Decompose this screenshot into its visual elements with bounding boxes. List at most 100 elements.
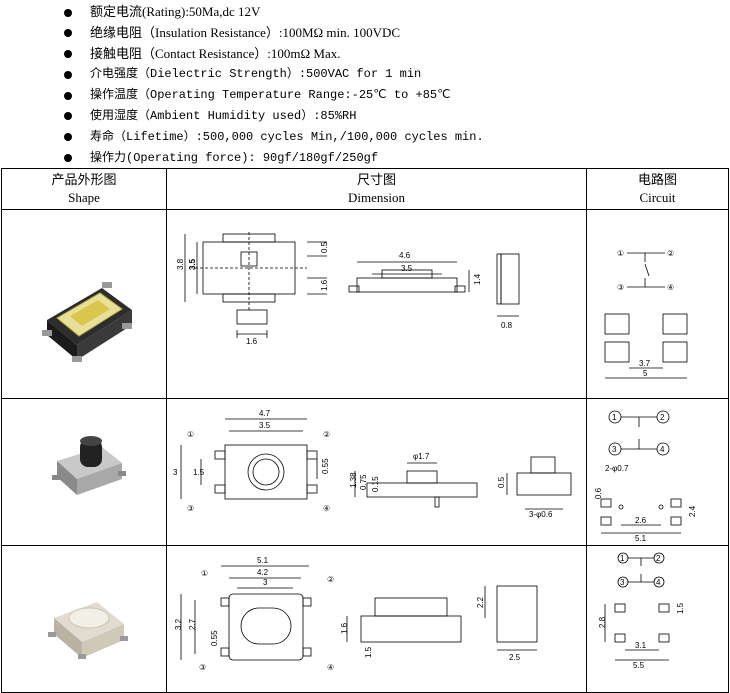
bullet-icon: [64, 70, 72, 79]
shape-cell: [1, 209, 167, 399]
spec-item: 操作温度（Operating Temperature Range:-25℃ to…: [0, 85, 730, 106]
svg-text:5.1: 5.1: [635, 534, 647, 543]
svg-text:0.6: 0.6: [594, 487, 603, 499]
bullet-icon: [64, 154, 72, 163]
table-row: 3.8 3.5 0.5 1.6 1.6: [1, 209, 729, 399]
svg-text:2.6: 2.6: [635, 516, 647, 525]
svg-text:0.5: 0.5: [320, 241, 329, 253]
svg-text:3.5: 3.5: [259, 421, 271, 430]
table-row: ① ② ③ ④ 5.1 4.2 3 3.: [1, 545, 729, 693]
circuit-diagram: ① ② ③ ④ 3.7 5: [604, 249, 688, 379]
svg-text:5: 5: [643, 369, 648, 378]
svg-text:3: 3: [612, 445, 617, 454]
svg-text:3: 3: [263, 578, 268, 587]
shape-cell: [1, 398, 167, 546]
svg-text:①: ①: [617, 249, 624, 258]
svg-text:2.7: 2.7: [188, 618, 197, 630]
bullet-icon: [64, 133, 72, 142]
svg-text:0.55: 0.55: [321, 458, 330, 474]
spec-item: 操作力(Operating force): 90gf/180gf/250gf: [0, 148, 730, 169]
spec-item: 介电强度（Dielectric Strength）:500VAC for 1 m…: [0, 64, 730, 85]
svg-text:2: 2: [656, 554, 661, 563]
svg-text:4: 4: [660, 445, 665, 454]
svg-text:④: ④: [667, 283, 674, 292]
svg-text:0.55: 0.55: [210, 630, 219, 646]
svg-text:5.5: 5.5: [633, 661, 645, 670]
circuit-diagram: 1 2 3 4 1.5 2.8: [598, 552, 685, 670]
svg-text:2.2: 2.2: [476, 596, 485, 608]
svg-text:3-φ0.6: 3-φ0.6: [529, 510, 553, 519]
svg-text:③: ③: [617, 283, 624, 292]
svg-text:3.8: 3.8: [176, 258, 185, 270]
svg-text:0.5: 0.5: [497, 476, 506, 488]
dimension-cell: 3.8 3.5 0.5 1.6 1.6: [166, 209, 587, 399]
circuit-cell: 1 2 3 4 1.5 2.8: [586, 545, 729, 693]
spec-item: 寿命（Lifetime）:500,000 cycles Min,/100,000…: [0, 127, 730, 148]
dimension-drawing: ① ② ③ ④ 4.7 3.5 3: [173, 409, 572, 519]
switch-beige-image: [48, 602, 128, 659]
svg-text:4.6: 4.6: [399, 251, 411, 260]
svg-text:4.2: 4.2: [257, 568, 269, 577]
circuit-cell: ① ② ③ ④ 3.7 5: [586, 209, 729, 399]
svg-text:①: ①: [187, 430, 194, 439]
svg-text:2.5: 2.5: [509, 653, 521, 662]
spec-item: 额定电流(Rating):50Ma,dc 12V: [0, 2, 730, 23]
svg-text:3.5: 3.5: [188, 258, 197, 270]
svg-text:③: ③: [199, 663, 206, 672]
svg-text:④: ④: [323, 504, 330, 513]
svg-text:③: ③: [187, 504, 194, 513]
svg-text:1.5: 1.5: [364, 646, 373, 658]
svg-text:φ1.7: φ1.7: [413, 452, 430, 461]
svg-text:②: ②: [323, 430, 330, 439]
svg-text:3.7: 3.7: [639, 359, 651, 368]
svg-text:4: 4: [656, 578, 661, 587]
svg-text:1: 1: [620, 554, 625, 563]
spec-item: 接触电阻（Contact Resistance）:100mΩ Max.: [0, 44, 730, 65]
table-row: ① ② ③ ④ 4.7 3.5 3: [1, 398, 729, 546]
svg-text:3: 3: [173, 468, 178, 477]
bullet-icon: [64, 8, 72, 17]
dimension-drawing: 3.8 3.5 0.5 1.6 1.6: [176, 232, 520, 346]
svg-text:2.4: 2.4: [688, 505, 697, 517]
svg-text:3.1: 3.1: [635, 641, 647, 650]
svg-text:2: 2: [660, 413, 665, 422]
spec-list: 额定电流(Rating):50Ma,dc 12V 绝缘电阻（Insulation…: [0, 2, 730, 168]
svg-text:3.2: 3.2: [174, 618, 183, 630]
svg-text:1.4: 1.4: [473, 273, 482, 285]
spec-item: 绝缘电阻（Insulation Resistance）:100MΩ min. 1…: [0, 23, 730, 44]
svg-text:0.75: 0.75: [359, 474, 368, 490]
svg-text:②: ②: [667, 249, 674, 258]
dimension-cell: ① ② ③ ④ 5.1 4.2 3 3.: [166, 545, 587, 693]
svg-text:2.8: 2.8: [598, 616, 607, 628]
svg-text:4.7: 4.7: [259, 409, 271, 418]
svg-text:1.38: 1.38: [349, 472, 358, 488]
svg-text:1.5: 1.5: [676, 602, 685, 614]
bullet-icon: [64, 29, 72, 38]
switch-black-image: [52, 436, 126, 495]
bullet-icon: [64, 91, 72, 100]
svg-text:3: 3: [620, 578, 625, 587]
dimension-cell: ① ② ③ ④ 4.7 3.5 3: [166, 398, 587, 546]
svg-text:1.5: 1.5: [193, 468, 205, 477]
shape-cell: [1, 545, 167, 693]
svg-text:1: 1: [612, 413, 617, 422]
bullet-icon: [64, 112, 72, 121]
svg-text:①: ①: [201, 569, 208, 578]
switch-yellow-image: [42, 282, 132, 362]
svg-text:1.6: 1.6: [246, 337, 258, 346]
svg-text:②: ②: [327, 575, 334, 584]
circuit-cell: 1 2 3 4 2-φ0.7 0.6: [586, 398, 729, 546]
svg-text:0.15: 0.15: [371, 476, 380, 492]
svg-text:④: ④: [327, 663, 334, 672]
svg-text:2-φ0.7: 2-φ0.7: [605, 464, 629, 473]
svg-text:3.5: 3.5: [401, 264, 413, 273]
svg-text:1.6: 1.6: [340, 622, 349, 634]
svg-text:1.6: 1.6: [320, 279, 329, 291]
dimension-drawing: ① ② ③ ④ 5.1 4.2 3 3.: [174, 556, 538, 672]
circuit-diagram: 1 2 3 4 2-φ0.7 0.6: [594, 410, 697, 543]
spec-item: 使用湿度（Ambient Humidity used）:85%RH: [0, 106, 730, 127]
